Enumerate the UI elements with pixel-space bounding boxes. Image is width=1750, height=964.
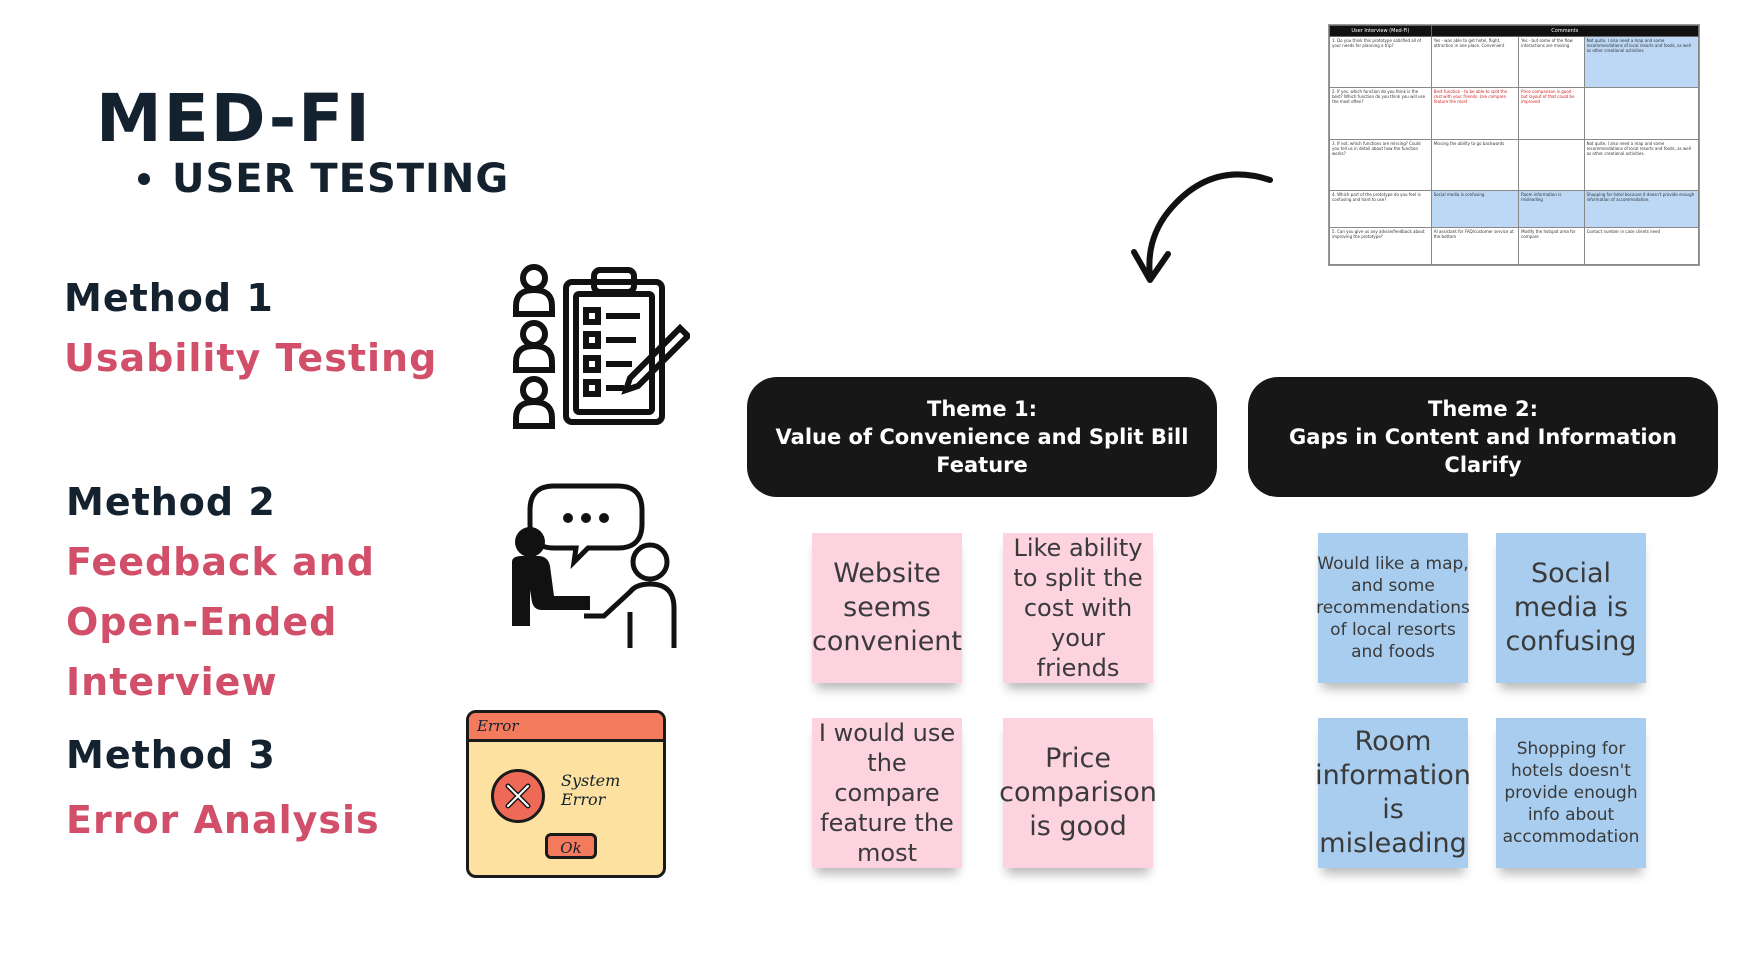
method-3-name: Error Analysis — [66, 798, 380, 842]
sheet-header-comments: Comments — [1430, 25, 1700, 37]
table-row: 5. Can you give us any advise/feedback a… — [1329, 226, 1700, 266]
interview-spreadsheet: User Interview (Med-Fi) Comments 1. Do y… — [1328, 24, 1700, 266]
method-3-label: Method 3 — [66, 733, 276, 777]
sticky-note: Like ability to split the cost with your… — [1003, 533, 1153, 683]
table-row: 3. If not, which functions are missing? … — [1329, 138, 1700, 191]
table-row: 1. Do you think this prototype satisfied… — [1329, 35, 1700, 89]
sticky-note: Shopping for hotels doesn't provide enou… — [1496, 718, 1646, 868]
page-subtitle: USER TESTING — [138, 156, 509, 202]
bullet-icon — [138, 173, 150, 185]
method-2-label: Method 2 — [66, 480, 276, 524]
sticky-note: Website seems convenient — [812, 533, 962, 683]
curved-arrow-icon — [1131, 171, 1273, 283]
theme-1-box: Theme 1: Value of Convenience and Split … — [747, 377, 1217, 497]
method-2-name: Feedback and Open-Ended Interview — [66, 540, 375, 704]
sticky-note: Social media is confusing — [1496, 533, 1646, 683]
subtitle-text: USER TESTING — [172, 156, 510, 202]
theme-2-box: Theme 2: Gaps in Content and Information… — [1248, 377, 1718, 497]
error-message: System Error — [561, 771, 621, 809]
table-row: 4. Which part of the prototype do you fe… — [1329, 189, 1700, 228]
theme-2-label: Theme 2: — [1428, 397, 1538, 421]
sticky-note: Would like a map, and some recommendatio… — [1316, 533, 1470, 683]
method-1-label: Method 1 — [64, 276, 274, 320]
usability-testing-icon — [513, 264, 690, 429]
theme-1-label: Theme 1: — [927, 397, 1037, 421]
table-row: 2. If yes, which function do you think i… — [1329, 87, 1700, 140]
sheet-header-question: User Interview (Med-Fi) — [1329, 25, 1432, 37]
error-ok-button: Ok — [545, 833, 597, 859]
sticky-note: Room information is misleading — [1315, 718, 1471, 868]
sticky-note: Price comparison is good — [999, 718, 1157, 868]
method-1-name: Usability Testing — [64, 336, 438, 380]
theme-2-title: Gaps in Content and Information Clarify — [1289, 425, 1677, 477]
theme-1-title: Value of Convenience and Split Bill Feat… — [775, 425, 1189, 477]
page-title: MED-FI — [96, 80, 372, 157]
error-dialog-illustration: Error System Error Ok — [466, 710, 666, 878]
sticky-note: I would use the compare feature the most — [812, 718, 962, 868]
error-dialog-title: Error — [469, 713, 663, 742]
interview-icon — [512, 483, 677, 648]
error-x-icon — [491, 769, 545, 823]
